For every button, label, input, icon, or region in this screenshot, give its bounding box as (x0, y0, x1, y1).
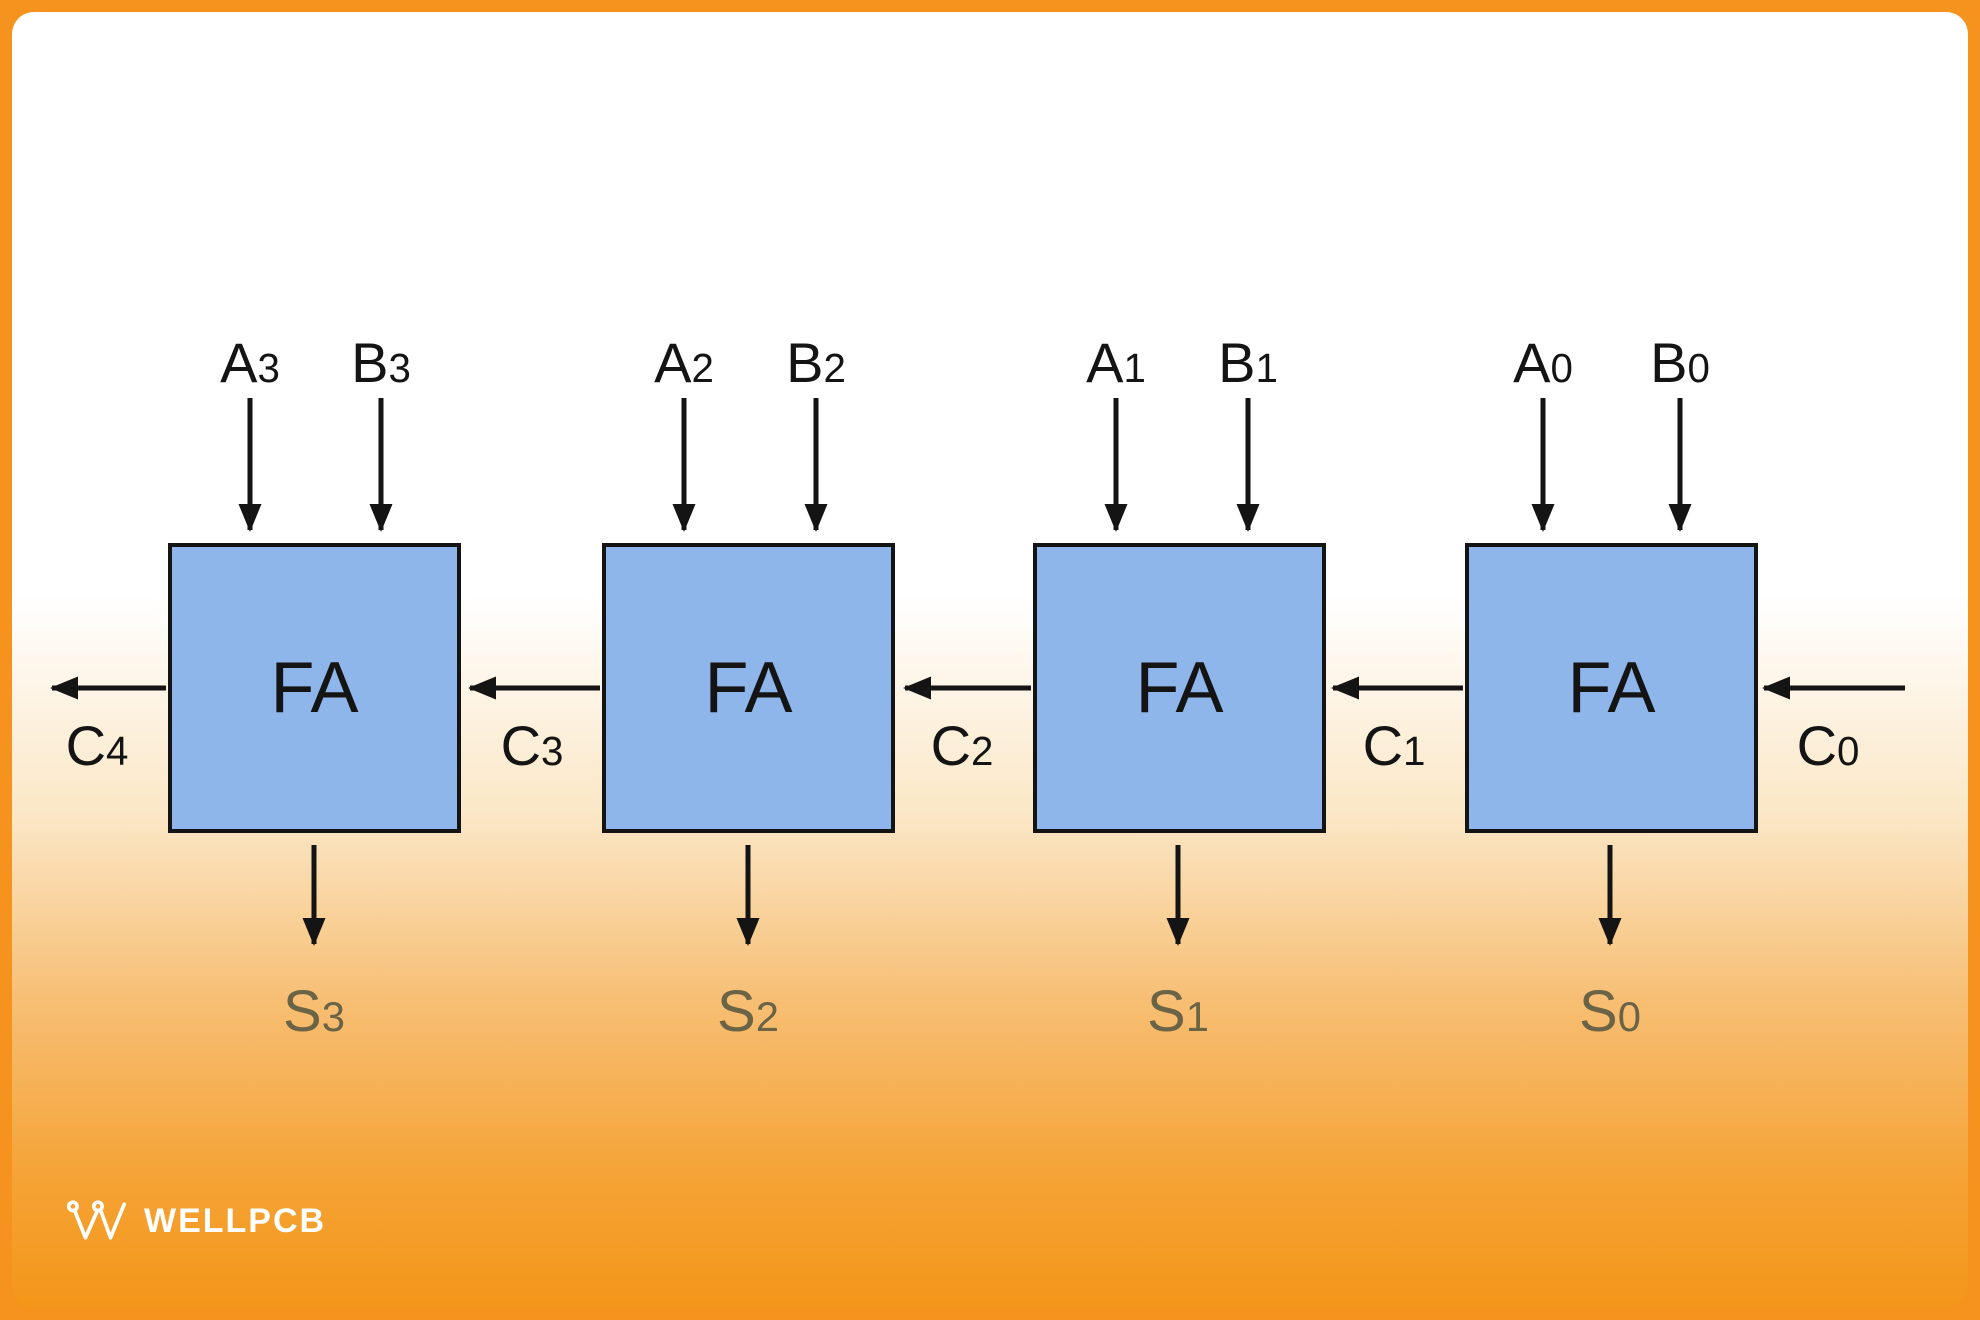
label-sub: 1 (1255, 345, 1278, 391)
fa-label: FA (1135, 648, 1224, 728)
full-adder-bit2: FA (602, 543, 895, 833)
label-sub: 2 (755, 993, 779, 1040)
label-sub: 0 (1687, 345, 1710, 391)
label-base: B (351, 331, 389, 394)
label-base: A (1086, 331, 1124, 394)
label-base: C (500, 714, 542, 777)
label-base: S (283, 979, 322, 1044)
label-sub: 4 (106, 728, 129, 774)
label-sub: 3 (321, 993, 345, 1040)
fa-label: FA (704, 648, 793, 728)
label-sub: 2 (823, 345, 846, 391)
wellpcb-logo-icon (66, 1200, 126, 1240)
label-base: A (1513, 331, 1551, 394)
label-sub: 1 (1403, 728, 1426, 774)
label-base: S (1579, 979, 1618, 1044)
label-base: C (1796, 714, 1838, 777)
label-base: A (654, 331, 692, 394)
label-sub: 1 (1123, 345, 1146, 391)
label-base: C (930, 714, 972, 777)
label-base: S (717, 979, 756, 1044)
label-sub: 1 (1185, 993, 1209, 1040)
label-base: B (1218, 331, 1256, 394)
label-sub: 2 (691, 345, 714, 391)
label-sub: 0 (1617, 993, 1641, 1040)
label-base: C (1362, 714, 1404, 777)
label-sub: 0 (1550, 345, 1573, 391)
label-base: C (65, 714, 107, 777)
fa-label: FA (270, 648, 359, 728)
fa-label: FA (1567, 648, 1656, 728)
label-base: A (220, 331, 258, 394)
wellpcb-logo-text: WELLPCB (144, 1201, 327, 1240)
label-base: B (1650, 331, 1688, 394)
full-adder-bit3: FA (168, 543, 461, 833)
wellpcb-logo: WELLPCB (66, 1198, 326, 1244)
label-sub: 0 (1837, 728, 1860, 774)
label-sub: 3 (257, 345, 280, 391)
full-adder-bit0: FA (1465, 543, 1758, 833)
full-adder-bit1: FA (1033, 543, 1326, 833)
label-base: S (1147, 979, 1186, 1044)
label-sub: 3 (541, 728, 564, 774)
label-sub: 3 (388, 345, 411, 391)
label-sub: 2 (971, 728, 994, 774)
label-base: B (786, 331, 824, 394)
